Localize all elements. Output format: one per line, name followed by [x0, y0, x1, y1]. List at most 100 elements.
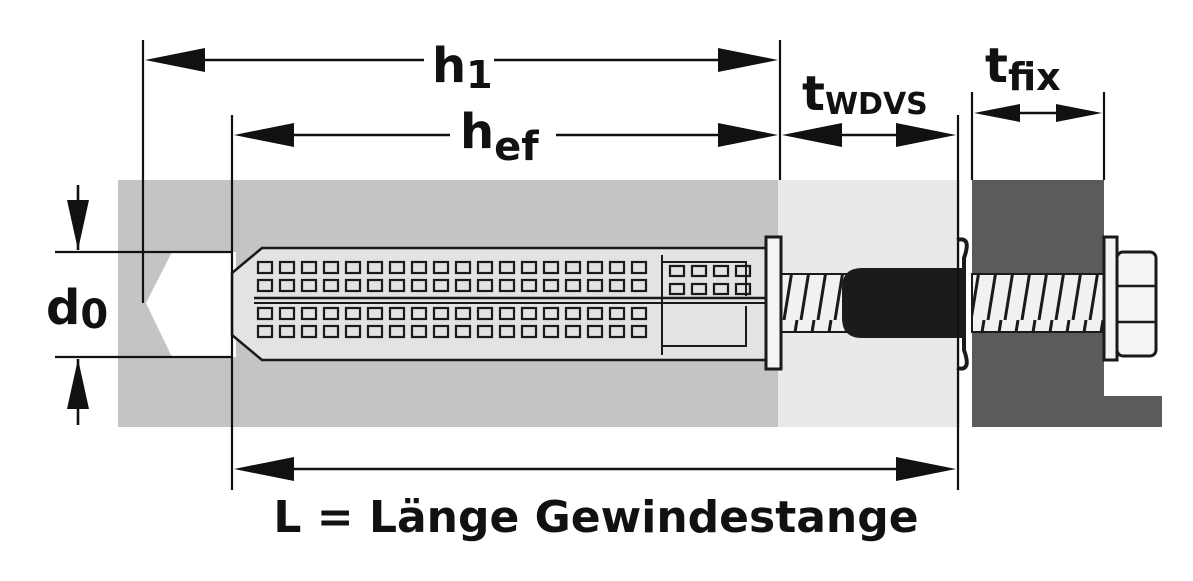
- twdvs-arrow-left: [782, 123, 842, 147]
- sleeve-slot: [712, 282, 730, 296]
- sleeve-slot: [734, 282, 752, 296]
- sleeve-slot: [454, 260, 472, 275]
- sleeve-slot: [256, 278, 274, 293]
- sleeve-slot: [630, 278, 648, 293]
- d0-arrow-top: [67, 200, 89, 250]
- hex-nut: [1115, 250, 1158, 358]
- sleeve-slot: [366, 306, 384, 321]
- sleeve-slot: [344, 278, 362, 293]
- sleeve-slot: [278, 324, 296, 339]
- sleeve-slot: [608, 324, 626, 339]
- sleeve-slot: [498, 306, 516, 321]
- sleeve-slot: [454, 324, 472, 339]
- hef-arrow-right: [718, 123, 778, 147]
- sleeve-slot: [432, 260, 450, 275]
- sleeve-slot: [498, 324, 516, 339]
- threaded-rod-insulation: [779, 273, 849, 333]
- washer: [1102, 235, 1119, 362]
- sleeve-slot: [344, 324, 362, 339]
- sleeve-slot: [542, 260, 560, 275]
- h1-label: h1: [432, 38, 493, 97]
- sleeve-slot: [542, 306, 560, 321]
- hef-label: hef: [460, 104, 539, 170]
- sleeve-slot: [542, 324, 560, 339]
- sleeve-slot: [300, 324, 318, 339]
- d0-label: d0: [46, 280, 108, 338]
- l-arrow-right: [896, 457, 956, 481]
- l-label: L = Länge Gewindestange: [273, 492, 918, 543]
- sleeve-slot: [388, 278, 406, 293]
- sleeve-slot: [690, 264, 708, 278]
- sleeve-slot: [454, 278, 472, 293]
- sleeve-slot: [608, 306, 626, 321]
- sleeve-slot: [542, 278, 560, 293]
- threaded-rod-fixture: [971, 273, 1105, 333]
- sleeve-slot: [564, 306, 582, 321]
- sleeve-slot: [690, 282, 708, 296]
- sleeve-slot: [520, 260, 538, 275]
- sleeve-slot: [712, 264, 730, 278]
- sleeve-slot: [586, 260, 604, 275]
- anchor-sleeve: [230, 246, 772, 362]
- sleeve-slot: [344, 260, 362, 275]
- anchor-collar: [764, 235, 783, 371]
- sleeve-slot: [564, 324, 582, 339]
- sleeve-slot: [366, 260, 384, 275]
- sleeve-slot: [630, 324, 648, 339]
- sleeve-slot: [278, 278, 296, 293]
- sleeve-slot: [322, 278, 340, 293]
- sleeve-slot: [366, 324, 384, 339]
- sleeve-slot: [410, 278, 428, 293]
- sleeve-slot: [256, 306, 274, 321]
- d0-arrow-bottom: [67, 359, 89, 409]
- sleeve-slot: [322, 324, 340, 339]
- sleeve-slot: [256, 324, 274, 339]
- sleeve-slot: [608, 278, 626, 293]
- sleeve-slot: [668, 282, 686, 296]
- sleeve-slot: [520, 324, 538, 339]
- hef-arrow-left: [234, 123, 294, 147]
- sleeve-slot: [322, 260, 340, 275]
- sleeve-slot: [410, 324, 428, 339]
- sleeve-slot: [388, 324, 406, 339]
- sleeve-slot: [344, 306, 362, 321]
- sleeve-slot: [388, 306, 406, 321]
- tfix-arrow-left: [974, 104, 1020, 122]
- sleeve-slot: [564, 278, 582, 293]
- sleeve-slot: [410, 306, 428, 321]
- clip: [956, 237, 969, 371]
- spacer-sleeve: [842, 268, 962, 338]
- sleeve-slot: [586, 278, 604, 293]
- sleeve-slot: [476, 260, 494, 275]
- h1-arrow-right: [718, 48, 778, 72]
- sleeve-slot: [476, 278, 494, 293]
- sleeve-slot: [520, 306, 538, 321]
- h1-arrow-left: [145, 48, 205, 72]
- sleeve-slot: [630, 306, 648, 321]
- sleeve-slot: [256, 260, 274, 275]
- sleeve-slot: [388, 260, 406, 275]
- sleeve-slot: [432, 278, 450, 293]
- sleeve-slot: [300, 278, 318, 293]
- twdvs-arrow-right: [896, 123, 956, 147]
- sleeve-slot: [498, 260, 516, 275]
- sleeve-slot: [498, 278, 516, 293]
- twdvs-label: tWDVS: [802, 66, 928, 122]
- sleeve-slot: [668, 264, 686, 278]
- sleeve-slot: [322, 306, 340, 321]
- sleeve-slot: [278, 306, 296, 321]
- sleeve-slot: [520, 278, 538, 293]
- tfix-arrow-right: [1056, 104, 1102, 122]
- sleeve-slot: [300, 260, 318, 275]
- sleeve-slot: [454, 306, 472, 321]
- sleeve-slot: [586, 324, 604, 339]
- sleeve-slot: [734, 264, 752, 278]
- sleeve-slot: [300, 306, 318, 321]
- tfix-label: tfix: [985, 38, 1061, 99]
- sleeve-slot: [476, 306, 494, 321]
- sleeve-slot: [410, 260, 428, 275]
- sleeve-slot: [432, 324, 450, 339]
- sleeve-slot: [608, 260, 626, 275]
- l-arrow-left: [234, 457, 294, 481]
